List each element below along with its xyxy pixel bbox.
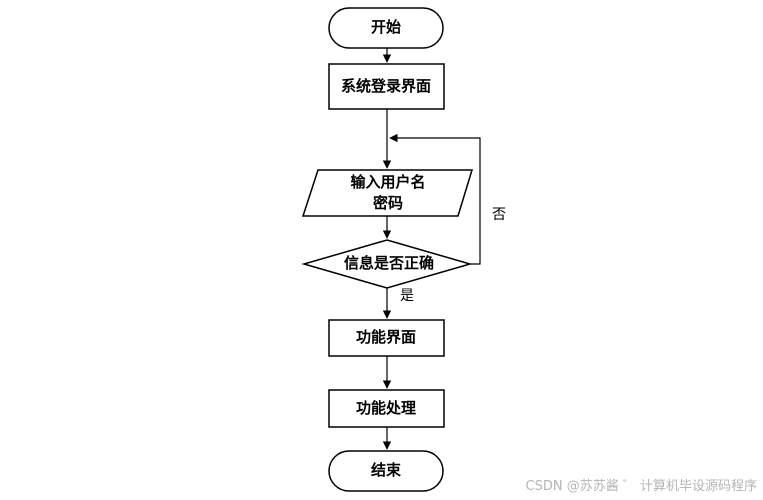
function-ui-label: 功能界面 bbox=[356, 328, 416, 346]
csdn-watermark: CSDN @苏苏酱 ゛ 计算机毕设源码程序 bbox=[525, 479, 757, 494]
function-process-label: 功能处理 bbox=[356, 399, 416, 417]
login-label: 系统登录界面 bbox=[341, 77, 431, 95]
function-ui-node: 功能界面 bbox=[328, 319, 445, 357]
yes-label: 是 bbox=[400, 288, 414, 304]
login-node: 系统登录界面 bbox=[328, 63, 445, 110]
end-label: 结束 bbox=[371, 461, 402, 479]
start-label: 开始 bbox=[371, 18, 401, 36]
end-node: 结束 bbox=[328, 450, 444, 492]
function-process-node: 功能处理 bbox=[328, 389, 445, 428]
input-node: 输入用户名 密码 bbox=[301, 169, 474, 217]
no-label: 否 bbox=[492, 207, 506, 223]
arrow-no-loop bbox=[389, 133, 481, 265]
start-node: 开始 bbox=[328, 7, 444, 49]
input-label-line1: 输入用户名 bbox=[350, 173, 425, 191]
check-node: 信息是否正确 bbox=[301, 239, 473, 289]
input-label-line2: 密码 bbox=[373, 194, 403, 212]
check-label: 信息是否正确 bbox=[344, 254, 434, 272]
